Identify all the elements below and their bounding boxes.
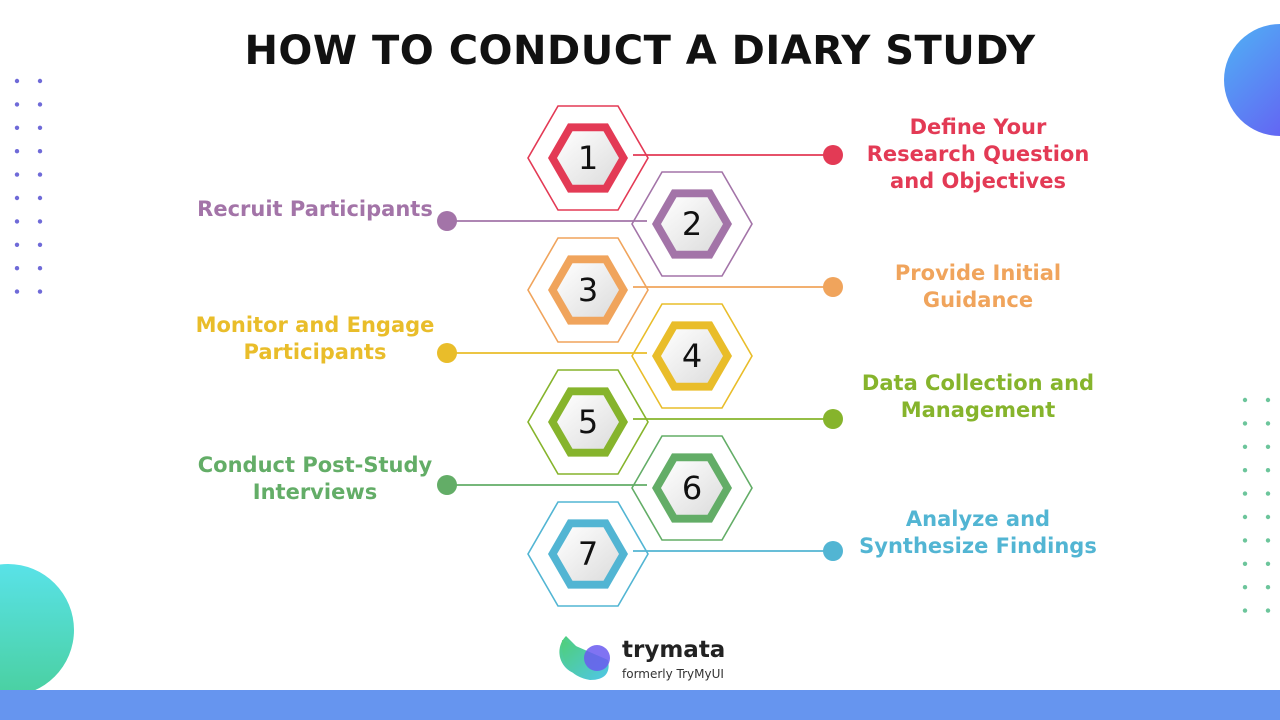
step-dot — [823, 409, 843, 429]
decor-circle-bottom-left — [0, 564, 74, 696]
step-1: 1 — [527, 105, 843, 211]
step-dot — [823, 541, 843, 561]
step-number: 5 — [578, 403, 598, 441]
step-dot — [823, 277, 843, 297]
step-5: 5 — [527, 369, 843, 475]
step-number: 1 — [578, 139, 598, 177]
logo-subtitle: formerly TryMyUI — [622, 667, 724, 681]
step-label-3: Provide Initial Guidance — [894, 261, 1062, 312]
step-label-5: Data Collection and Management — [861, 371, 1095, 422]
step-label-1: Define Your Research Question and Object… — [866, 115, 1090, 193]
step-4: 4 — [437, 303, 753, 409]
step-label-2: Recruit Participants — [197, 197, 433, 221]
step-number: 2 — [682, 205, 702, 243]
step-dot — [437, 475, 457, 495]
step-number: 4 — [682, 337, 702, 375]
bottom-bar — [0, 690, 1280, 720]
step-2: 2 — [437, 171, 753, 277]
step-dot — [437, 343, 457, 363]
step-label-6: Conduct Post-Study Interviews — [197, 453, 433, 504]
step-3: 3 — [527, 237, 843, 343]
step-number: 3 — [578, 271, 598, 309]
step-number: 7 — [578, 535, 598, 573]
decor-circle-top-right — [1224, 24, 1280, 136]
step-6: 6 — [437, 435, 753, 541]
step-dot — [437, 211, 457, 231]
decor-dots-left — [14, 78, 43, 294]
logo-name: trymata — [622, 637, 726, 663]
step-label-7: Analyze and Synthesize Findings — [859, 507, 1097, 558]
step-dot — [823, 145, 843, 165]
step-label-4: Monitor and Engage Participants — [195, 313, 435, 364]
trymata-logo-icon — [559, 636, 610, 680]
step-7: 7 — [527, 501, 843, 607]
page-title: HOW TO CONDUCT A DIARY STUDY — [244, 28, 1036, 74]
step-number: 6 — [682, 469, 702, 507]
decor-dots-right — [1242, 397, 1271, 613]
